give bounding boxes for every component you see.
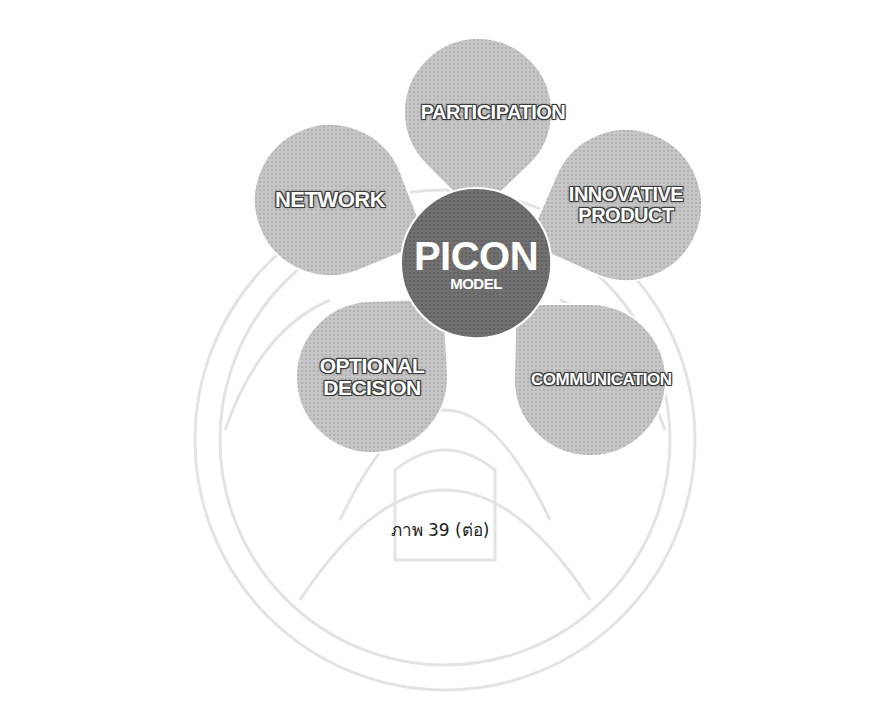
petal-label: PARTICIPATION: [421, 102, 536, 123]
petal-node: NETWORK: [254, 124, 406, 276]
figure-caption: ภาพ 39 (ต่อ): [391, 516, 490, 543]
petal-label: OPTIONAL DECISION: [313, 355, 431, 399]
petal-node: OPTIONAL DECISION: [296, 301, 448, 453]
petal-label: COMMUNICATION: [531, 371, 649, 389]
petal-node: PARTICIPATION: [404, 38, 552, 186]
text-group: OPTIONAL DECISION: [313, 355, 431, 399]
petal-label: INNOVATIVE PRODUCT: [567, 184, 685, 226]
petal-node: INNOVATIVE PRODUCT: [550, 129, 702, 281]
text-group: COMMUNICATION: [531, 371, 649, 389]
model-title: PICON: [414, 236, 538, 276]
petal-node: COMMUNICATION: [514, 304, 666, 456]
model-subtitle: MODEL: [450, 276, 502, 291]
text-group: PICONMODEL: [414, 236, 538, 291]
text-group: INNOVATIVE PRODUCT: [567, 184, 685, 226]
text-group: NETWORK: [275, 188, 385, 211]
petal-label: NETWORK: [275, 188, 385, 211]
center-circle: PICONMODEL: [400, 187, 552, 339]
text-group: PARTICIPATION: [421, 102, 536, 123]
